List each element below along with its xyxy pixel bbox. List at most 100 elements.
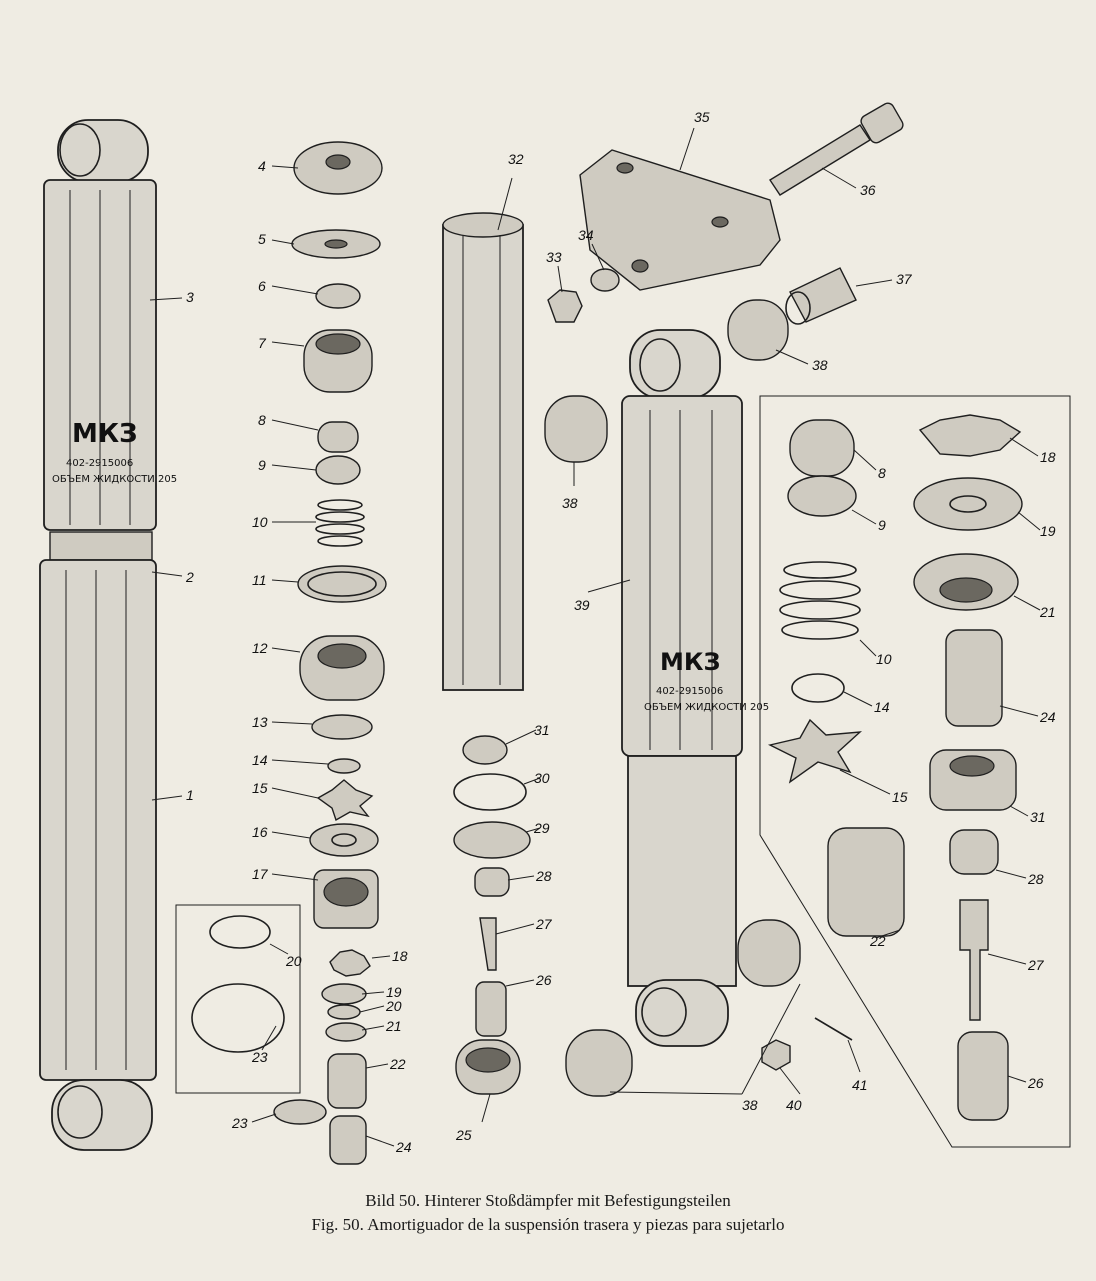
callout-31: 31: [534, 722, 550, 738]
inset-box-left: [175, 904, 301, 1094]
top-eye-bore: [59, 123, 101, 177]
rubber-bush-38: [544, 299, 801, 1097]
inset-part-28: [949, 829, 999, 875]
callout-10: 10: [252, 514, 268, 530]
callout-37: 37: [896, 271, 913, 287]
fluid-text-left: ОБЪЕМ ЖИДКОСТИ 205: [52, 474, 177, 485]
callout-5: 5: [258, 231, 266, 247]
inset-part-26: [957, 1031, 1009, 1121]
callout-33: 33: [546, 249, 562, 265]
callout-2: 2: [185, 569, 194, 585]
callout-11: 11: [252, 572, 267, 588]
part-9: [315, 455, 361, 485]
callout-27: 27: [535, 916, 553, 932]
inset-callout-21: 21: [1039, 604, 1056, 620]
lower-cylinder: [39, 559, 157, 1081]
callout-38-bottom: 38: [742, 1097, 758, 1113]
inset-part-19: [913, 477, 1023, 531]
part-code-left: 402-2915006: [66, 458, 133, 469]
inset-callout-19: 19: [1040, 523, 1056, 539]
callout-15: 15: [252, 780, 268, 796]
callout-3: 3: [186, 289, 194, 305]
left-shock-absorber: МКЗ 402-2915006 ОБЪЕМ ЖИДКОСТИ 205: [39, 119, 177, 1151]
inset-part-14: [791, 673, 845, 703]
part-24-nut: [329, 1115, 367, 1165]
centre-small-parts: [453, 268, 620, 1095]
part-22-spring: [327, 1053, 367, 1109]
callout-20-inset: 20: [285, 953, 302, 969]
callout-28: 28: [535, 868, 552, 884]
callout-38-left: 38: [562, 495, 578, 511]
leader-lines: [149, 127, 1041, 1147]
part-20-ring: [209, 915, 271, 949]
callout-39: 39: [574, 597, 590, 613]
part-20-small: [327, 1004, 361, 1020]
part-15-star-washer: [316, 779, 374, 822]
part-19: [321, 983, 367, 1005]
callout-38-top: 38: [812, 357, 828, 373]
part-26-spring: [475, 981, 507, 1037]
inset-callout-22: 22: [869, 933, 886, 949]
inset-callout-8: 8: [878, 465, 886, 481]
inset-part-10-spring: [779, 561, 861, 640]
part-21: [325, 1022, 367, 1042]
callout-23-inset: 23: [251, 1049, 268, 1065]
inset-part-27: [959, 899, 989, 1021]
part-30: [453, 773, 527, 811]
inset-callout-31: 31: [1030, 809, 1046, 825]
part-18: [329, 949, 371, 977]
callout-13: 13: [252, 714, 268, 730]
part-23-small: [273, 1099, 327, 1125]
callout-1: 1: [186, 787, 194, 803]
part-8: [317, 421, 359, 453]
inset-callout-9: 9: [878, 517, 886, 533]
middle-parts-column: [273, 141, 387, 1165]
callout-numbers: 3 2 1 4 5 6 7 8 9 10 11 12 13 14 15 16 1…: [185, 109, 1056, 1155]
part-27-rod: [479, 917, 497, 971]
inset-part-22-spring: [827, 827, 905, 937]
fluid-text-right: ОБЪЕМ ЖИДКОСТИ 205: [644, 702, 769, 713]
caption-spanish: Fig. 50. Amortiguador de la suspensión t…: [311, 1215, 785, 1234]
callout-14: 14: [252, 752, 268, 768]
inset-callout-14: 14: [874, 699, 890, 715]
callout-12: 12: [252, 640, 268, 656]
callout-26: 26: [535, 972, 552, 988]
part-code-right: 402-2915006: [656, 686, 723, 697]
part-28: [474, 867, 510, 897]
callout-9: 9: [258, 457, 266, 473]
inset-part-18: [918, 414, 1022, 457]
mk-logo-left: МКЗ: [72, 419, 138, 449]
inset-box-right: [759, 395, 1071, 1148]
callout-23: 23: [231, 1115, 248, 1131]
part-40-nut: [761, 1039, 791, 1071]
inset-callout-10: 10: [876, 651, 892, 667]
callout-19: 19: [386, 984, 402, 1000]
inset-part-9: [787, 475, 857, 517]
callout-18: 18: [392, 948, 408, 964]
callout-36: 36: [860, 182, 876, 198]
callout-17: 17: [252, 866, 269, 882]
callout-20: 20: [385, 998, 402, 1014]
caption-german: Bild 50. Hinterer Stoßdämpfer mit Befest…: [365, 1191, 731, 1210]
bush-37: [785, 267, 857, 325]
inset-part-24: [945, 629, 1003, 727]
dust-ring: [49, 531, 153, 561]
part-31-nut: [462, 735, 508, 765]
inset-callout-24: 24: [1039, 709, 1056, 725]
inset-part-15: [767, 718, 863, 784]
callout-8: 8: [258, 412, 266, 428]
callout-35: 35: [694, 109, 710, 125]
callout-32: 32: [508, 151, 524, 167]
part-33-nut: [547, 289, 583, 323]
inset-callout-27: 27: [1027, 957, 1045, 973]
part-10-spring: [315, 499, 365, 547]
protective-tube-32: [442, 212, 524, 691]
callout-4: 4: [258, 158, 266, 174]
part-29: [453, 821, 531, 859]
callout-16: 16: [252, 824, 268, 840]
callout-21: 21: [385, 1018, 402, 1034]
callout-22: 22: [389, 1056, 406, 1072]
callout-41: 41: [852, 1077, 868, 1093]
